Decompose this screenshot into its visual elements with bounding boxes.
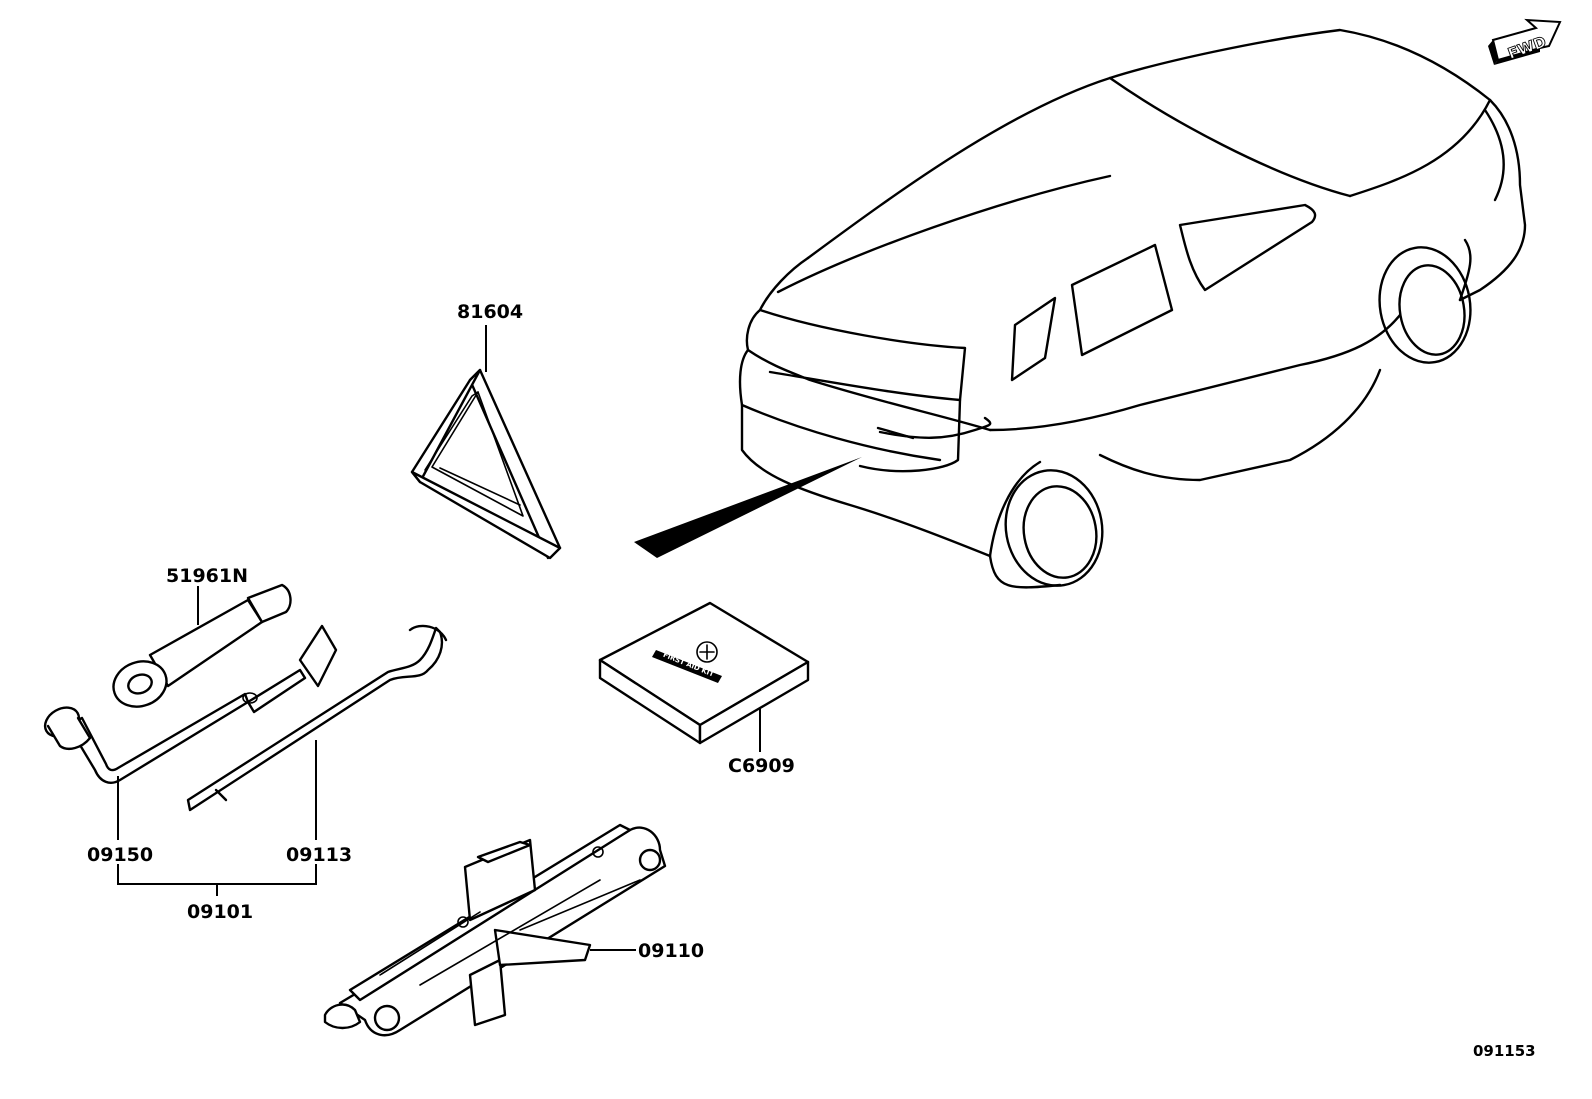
part-label-09110: 09110 bbox=[638, 940, 704, 962]
part-label-81604: 81604 bbox=[457, 301, 523, 323]
lug-wrench-illustration bbox=[43, 624, 338, 784]
jack-handle-illustration bbox=[186, 624, 448, 812]
part-label-c6909: C6909 bbox=[728, 755, 795, 777]
vehicle-illustration bbox=[634, 28, 1527, 589]
leader-lines bbox=[117, 325, 761, 951]
jack-illustration bbox=[323, 823, 667, 1037]
warning-triangle-illustration bbox=[410, 368, 562, 560]
part-label-51961n: 51961N bbox=[166, 565, 248, 587]
part-label-09101: 09101 bbox=[187, 901, 253, 923]
part-label-09113: 09113 bbox=[286, 844, 352, 866]
wrench-handle-illustration bbox=[112, 583, 292, 708]
part-label-09150: 09150 bbox=[87, 844, 153, 866]
first-aid-kit-illustration: FIRST AID KIT bbox=[598, 601, 810, 745]
fwd-arrow-icon: FWD bbox=[1488, 18, 1562, 65]
reference-number: 091153 bbox=[1473, 1042, 1536, 1060]
